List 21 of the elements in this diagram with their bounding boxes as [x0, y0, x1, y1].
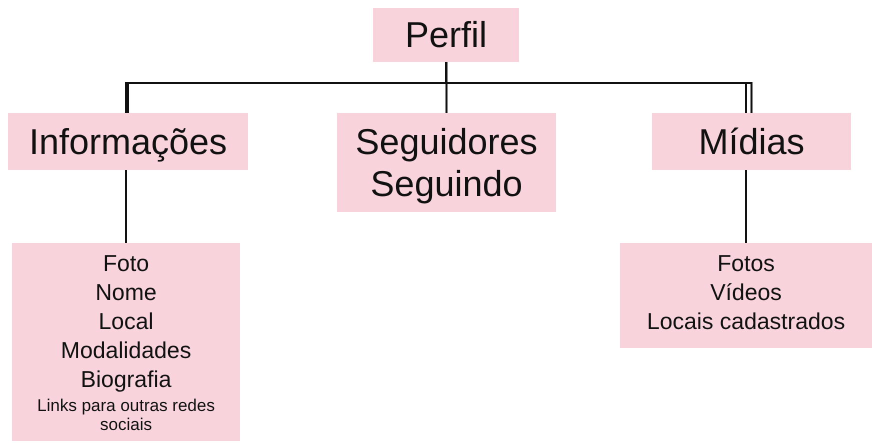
list-item: Biografia: [80, 365, 172, 394]
list-item: Modalidades: [60, 336, 192, 365]
list-item: Foto: [102, 249, 150, 278]
list-item: Links para outras redes sociais: [36, 396, 216, 434]
list-item: Vídeos: [710, 278, 782, 307]
connector-line: [446, 62, 448, 113]
item-list-box: [620, 243, 872, 348]
list-item: Locais cadastrados: [646, 307, 846, 336]
category-title: Mídias: [698, 120, 805, 162]
category-box: [373, 8, 519, 62]
category-box: [337, 113, 556, 212]
category-title: Seguindo: [370, 162, 523, 204]
category-box: [8, 113, 248, 170]
list-item: Nome: [95, 278, 157, 307]
category-title: Seguidores: [355, 120, 538, 162]
list-item: Fotos: [717, 249, 775, 278]
category-title: Perfil: [404, 14, 488, 56]
category-box: [652, 113, 851, 170]
item-list-box: [12, 243, 240, 441]
category-title: Informações: [28, 120, 228, 162]
list-item: Local: [98, 307, 154, 336]
